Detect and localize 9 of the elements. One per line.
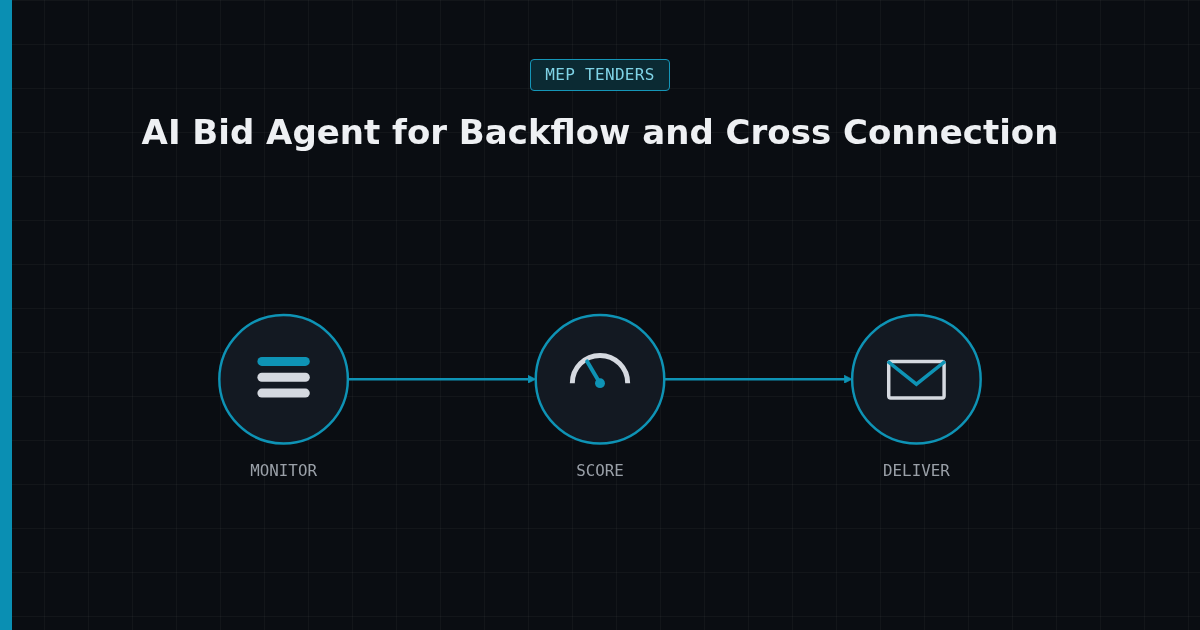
arrow xyxy=(664,374,853,384)
node-circle xyxy=(218,313,350,445)
node-label: SCORE xyxy=(576,461,624,481)
node-circle xyxy=(850,313,982,445)
node-circle xyxy=(534,313,666,445)
node-label: DELIVER xyxy=(883,461,950,481)
category-tag: MEP TENDERS xyxy=(530,59,670,91)
node-label: MONITOR xyxy=(250,461,317,481)
title: AI Bid Agent for Backflow and Cross Connection xyxy=(141,111,1059,153)
